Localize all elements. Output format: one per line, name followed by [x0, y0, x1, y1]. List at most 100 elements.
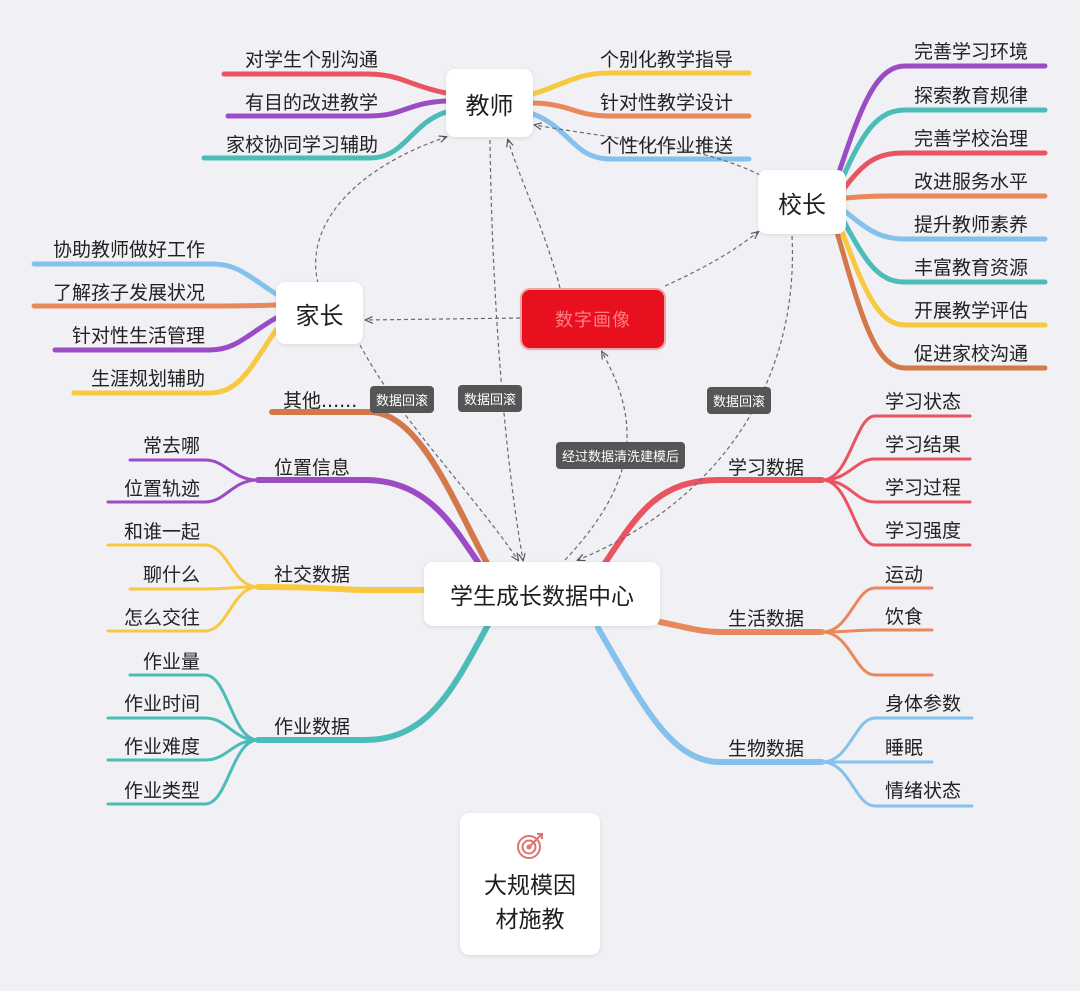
- principal-node[interactable]: 校长: [758, 170, 846, 234]
- sub-life-1: [820, 586, 934, 634]
- student-data-center-label: 学生成长数据中心: [450, 584, 634, 610]
- tag-feedback-right: 数据回滚: [707, 387, 772, 414]
- connector-parent-to-teacher: [315, 137, 446, 291]
- branch-bio: [595, 625, 825, 765]
- branch-teacher-left-2: [225, 98, 449, 119]
- principal-title: 校长: [778, 190, 826, 219]
- principal-item-4: 改进服务水平: [914, 171, 1029, 193]
- connector-principal-to-teacher: [535, 125, 761, 176]
- sub-bio-1: [820, 716, 974, 764]
- student-data-center-node[interactable]: 学生成长数据中心: [424, 562, 660, 626]
- teacher-node[interactable]: 教师: [446, 69, 533, 137]
- target-icon: [517, 833, 543, 859]
- principal-item-2: 探索教育规律: [914, 85, 1029, 107]
- branch-principal-6: [840, 217, 1048, 285]
- homework-item-3: 作业难度: [123, 736, 200, 758]
- location-item-2: 位置轨迹: [123, 478, 200, 500]
- category-location: 位置信息: [274, 457, 351, 479]
- parent-item-4: 生涯规划辅助: [90, 368, 205, 390]
- principal-item-6: 丰富教育资源: [914, 257, 1029, 279]
- teacher-right-item-2: 针对性教学设计: [600, 92, 734, 114]
- teacher-title: 教师: [465, 91, 514, 120]
- category-other: 其他......: [283, 390, 358, 412]
- parent-node[interactable]: 家长: [276, 282, 363, 344]
- parent-item-1: 协助教师做好工作: [52, 239, 205, 261]
- sub-homework-4: [106, 738, 260, 806]
- principal-item-8: 促进家校沟通: [914, 343, 1029, 365]
- parent-title: 家长: [295, 301, 344, 330]
- teacher-left-item-2: 有目的改进教学: [244, 92, 378, 114]
- parent-item-3: 针对性生活管理: [71, 325, 205, 347]
- homework-item-2: 作业时间: [123, 693, 200, 715]
- center-branches: [106, 409, 974, 808]
- principal-item-3: 完善学校治理: [914, 128, 1029, 150]
- parent-item-2: 了解孩子发展状况: [52, 282, 205, 304]
- branch-parent-1: [31, 261, 279, 297]
- social-item-2: 聊什么: [142, 564, 200, 586]
- branch-parent-4: [71, 327, 279, 396]
- digital-portrait-label: 数字画像: [555, 310, 631, 331]
- branch-parent-3: [52, 315, 279, 353]
- teacher-right-item-3: 个性化作业推送: [600, 135, 734, 157]
- homework-item-4: 作业类型: [123, 780, 200, 802]
- sub-life-2: [820, 628, 934, 634]
- social-item-3: 怎么交往: [123, 607, 200, 629]
- connector-teacher-to-center: [489, 139, 523, 560]
- connector-red-to-teacher: [508, 140, 561, 289]
- branch-parent-2: [31, 302, 279, 309]
- sub-learning-4: [820, 478, 972, 547]
- branch-teacher-right-2: [530, 100, 752, 119]
- sub-social-1: [106, 543, 260, 589]
- branch-principal-8: [834, 229, 1048, 371]
- tag-feedback-mid: 数据回滚: [458, 385, 523, 412]
- principal-item-1: 完善学习环境: [914, 41, 1029, 63]
- branch-principal-5: [843, 209, 1048, 242]
- principal-item-5: 提升教师素养: [914, 214, 1029, 236]
- branch-learning: [602, 477, 825, 566]
- connector-principal-to-center: [578, 235, 794, 560]
- bio-item-3: 情绪状态: [885, 780, 962, 802]
- branch-principal-4: [843, 193, 1048, 201]
- homework-item-1: 作业量: [142, 651, 200, 673]
- sub-bio-3: [820, 760, 974, 808]
- mass-personalized-teaching-node[interactable]: 大规模因 材施教: [460, 813, 600, 955]
- category-life: 生活数据: [728, 608, 805, 630]
- sub-life-3: [820, 630, 934, 677]
- branch-teacher-right-1: [530, 70, 752, 97]
- teacher-left-item-1: 对学生个别沟通: [244, 49, 378, 71]
- location-item-1: 常去哪: [142, 435, 200, 457]
- principal-item-7: 开展教学评估: [914, 300, 1029, 322]
- teacher-left-item-3: 家校协同学习辅助: [225, 134, 378, 156]
- branch-homework: [255, 622, 491, 743]
- category-bio: 生物数据: [728, 738, 805, 760]
- category-learning: 学习数据: [728, 457, 805, 479]
- bio-item-1: 身体参数: [885, 693, 962, 715]
- sub-social-2: [128, 585, 260, 591]
- branch-social: [255, 584, 427, 593]
- life-item-2: 饮食: [885, 606, 924, 628]
- bottom-line-1: 大规模因: [484, 873, 576, 899]
- learning-item-1: 学习状态: [885, 391, 962, 413]
- branch-teacher-left-3: [201, 109, 449, 161]
- principal-branches: [834, 63, 1048, 371]
- branch-teacher-left-1: [221, 71, 449, 96]
- tag-feedback-left: 数据回滚: [370, 386, 435, 413]
- life-item-1: 运动: [885, 564, 924, 586]
- teacher-branches: [201, 70, 752, 162]
- bottom-line-2: 材施教: [495, 907, 565, 933]
- digital-portrait-node[interactable]: 数字画像: [522, 290, 664, 348]
- learning-item-3: 学习过程: [885, 477, 962, 499]
- sub-social-3: [106, 585, 260, 633]
- branch-other: [269, 409, 491, 568]
- branch-principal-1: [834, 63, 1048, 181]
- branch-principal-3: [840, 150, 1048, 193]
- sub-homework-1: [128, 673, 260, 742]
- category-social: 社交数据: [274, 564, 351, 586]
- sub-learning-1: [820, 414, 972, 482]
- teacher-right-item-1: 个别化教学指导: [600, 49, 734, 71]
- branch-principal-7: [837, 223, 1048, 328]
- sub-location-2: [106, 478, 260, 504]
- branch-teacher-right-3: [530, 111, 752, 162]
- branch-principal-2: [837, 107, 1048, 187]
- learning-item-4: 学习强度: [885, 520, 962, 542]
